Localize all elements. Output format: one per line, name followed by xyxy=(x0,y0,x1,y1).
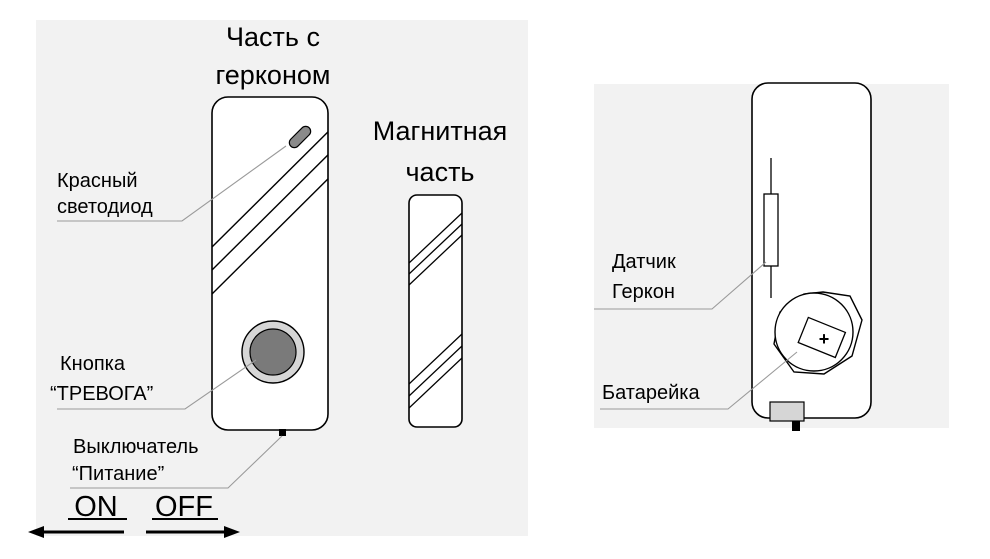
alarm-button-icon xyxy=(241,320,305,384)
power-switch-label-1: Выключатель xyxy=(73,436,199,458)
red-led-icon xyxy=(288,125,312,149)
battery-label: Батарейка xyxy=(602,382,700,404)
alarm-button-label-2: “ТРЕВОГА” xyxy=(50,383,153,405)
led-label-2: светодиод xyxy=(57,196,153,218)
alarm-button-label-1: Кнопка xyxy=(60,353,126,375)
reed-part-title-1: Часть с xyxy=(226,22,320,52)
connector-pin xyxy=(792,421,800,431)
connector-block xyxy=(769,401,805,422)
left-leader-lines xyxy=(57,145,287,489)
power-switch-label-2: “Питание” xyxy=(72,463,164,485)
magnet-part-body xyxy=(408,194,463,428)
magnet-part-title-2: часть xyxy=(405,157,474,187)
magnet-part-title-1: Магнитная xyxy=(373,116,508,146)
reed-sensor-label-1: Датчик xyxy=(612,251,676,273)
on-off-arrows xyxy=(28,518,240,538)
reed-part-title-2: герконом xyxy=(216,60,331,90)
reed-sensor-icon xyxy=(763,158,779,298)
off-label: OFF xyxy=(155,491,213,523)
magnet-part-stripes xyxy=(409,212,462,409)
power-switch-nub xyxy=(279,429,286,436)
on-label: ON xyxy=(74,491,118,523)
led-label-1: Красный xyxy=(57,170,138,192)
battery-icon: + xyxy=(773,291,863,375)
reed-part-stripes xyxy=(212,119,328,295)
right-leader-lines xyxy=(594,261,798,410)
reed-sensor-label-2: Геркон xyxy=(612,281,675,303)
battery-polarity-symbol: + xyxy=(819,329,830,349)
